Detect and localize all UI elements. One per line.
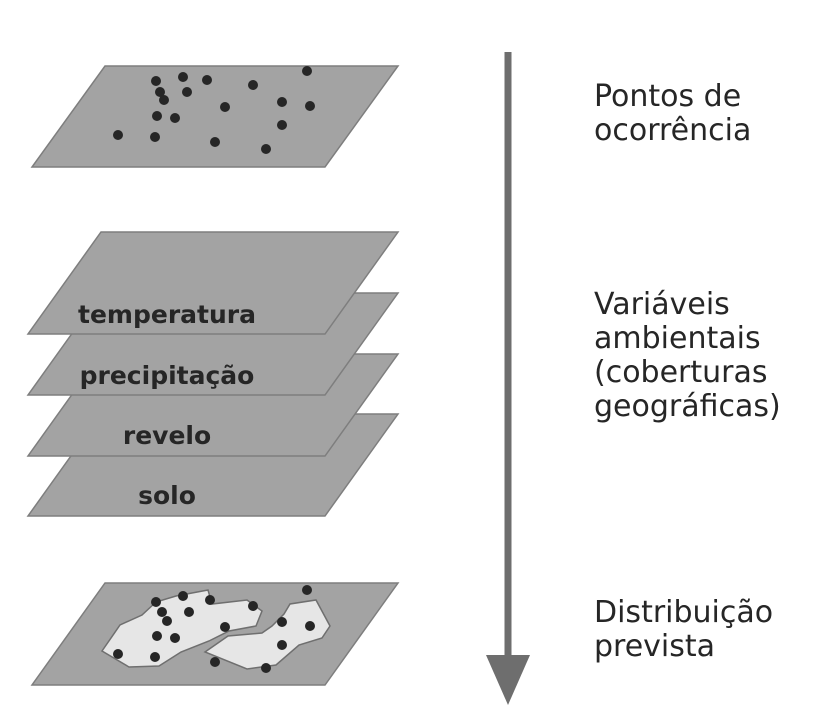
label-line: Distribuição — [594, 595, 774, 630]
predicted-distribution-label: Distribuição prevista — [594, 596, 773, 664]
label-line: prevista — [594, 629, 716, 664]
relief-label: revelo — [123, 421, 211, 450]
arrow-head — [486, 655, 530, 705]
occurrence-point — [159, 95, 169, 105]
occurrence-point — [210, 657, 220, 667]
process-arrow — [486, 52, 530, 705]
occurrence-point — [151, 76, 161, 86]
occurrence-point — [162, 616, 172, 626]
occurrence-point — [277, 97, 287, 107]
distribution-layer — [30, 582, 400, 686]
occurrence-point — [261, 663, 271, 673]
occurrence-point — [152, 631, 162, 641]
occurrence-point — [157, 607, 167, 617]
occurrence-point — [151, 597, 161, 607]
occurrence-point — [277, 617, 287, 627]
occurrence-point — [302, 585, 312, 595]
occurrence-point — [210, 137, 220, 147]
occurrence-point — [178, 72, 188, 82]
environmental-variables-label: Variáveis ambientais (coberturas geográf… — [594, 288, 781, 424]
occurrence-point — [150, 652, 160, 662]
occurrence-point — [184, 607, 194, 617]
occurrence-point — [152, 111, 162, 121]
occurrence-point — [205, 595, 215, 605]
occurrence-point — [178, 591, 188, 601]
temperature-label: temperatura — [78, 300, 256, 329]
soil-label: solo — [138, 481, 196, 510]
occurrence-point — [305, 101, 315, 111]
occurrence-point — [277, 120, 287, 130]
predicted-region — [203, 599, 331, 670]
occurrence-point — [170, 633, 180, 643]
label-line: geográficas) — [594, 389, 781, 424]
occurrence-point — [261, 144, 271, 154]
precipitation-label: precipitação — [80, 361, 255, 390]
temperature-layer: temperatura — [26, 231, 400, 335]
occurrence-point — [302, 66, 312, 76]
occurrence-point — [113, 130, 123, 140]
occurrence-point — [305, 621, 315, 631]
occurrence-point — [248, 601, 258, 611]
distribution-points — [113, 585, 315, 673]
occurrence-point — [150, 132, 160, 142]
occurrence-point — [155, 87, 165, 97]
occurrence-points — [113, 66, 315, 154]
occurrence-point — [113, 649, 123, 659]
occurrence-layer — [30, 65, 400, 168]
label-line: Pontos de — [594, 79, 742, 114]
temperature-plane — [26, 231, 400, 335]
label-line: (coberturas — [594, 355, 768, 390]
occurrence-point — [220, 102, 230, 112]
occurrence-plane — [30, 65, 400, 168]
label-line: Variáveis — [594, 287, 730, 322]
label-line: ocorrência — [594, 113, 752, 148]
occurrence-point — [170, 113, 180, 123]
occurrence-points-label: Pontos de ocorrência — [594, 80, 751, 148]
occurrence-point — [220, 622, 230, 632]
occurrence-point — [202, 75, 212, 85]
occurrence-point — [182, 87, 192, 97]
occurrence-point — [248, 80, 258, 90]
occurrence-point — [277, 640, 287, 650]
label-line: ambientais — [594, 321, 761, 356]
